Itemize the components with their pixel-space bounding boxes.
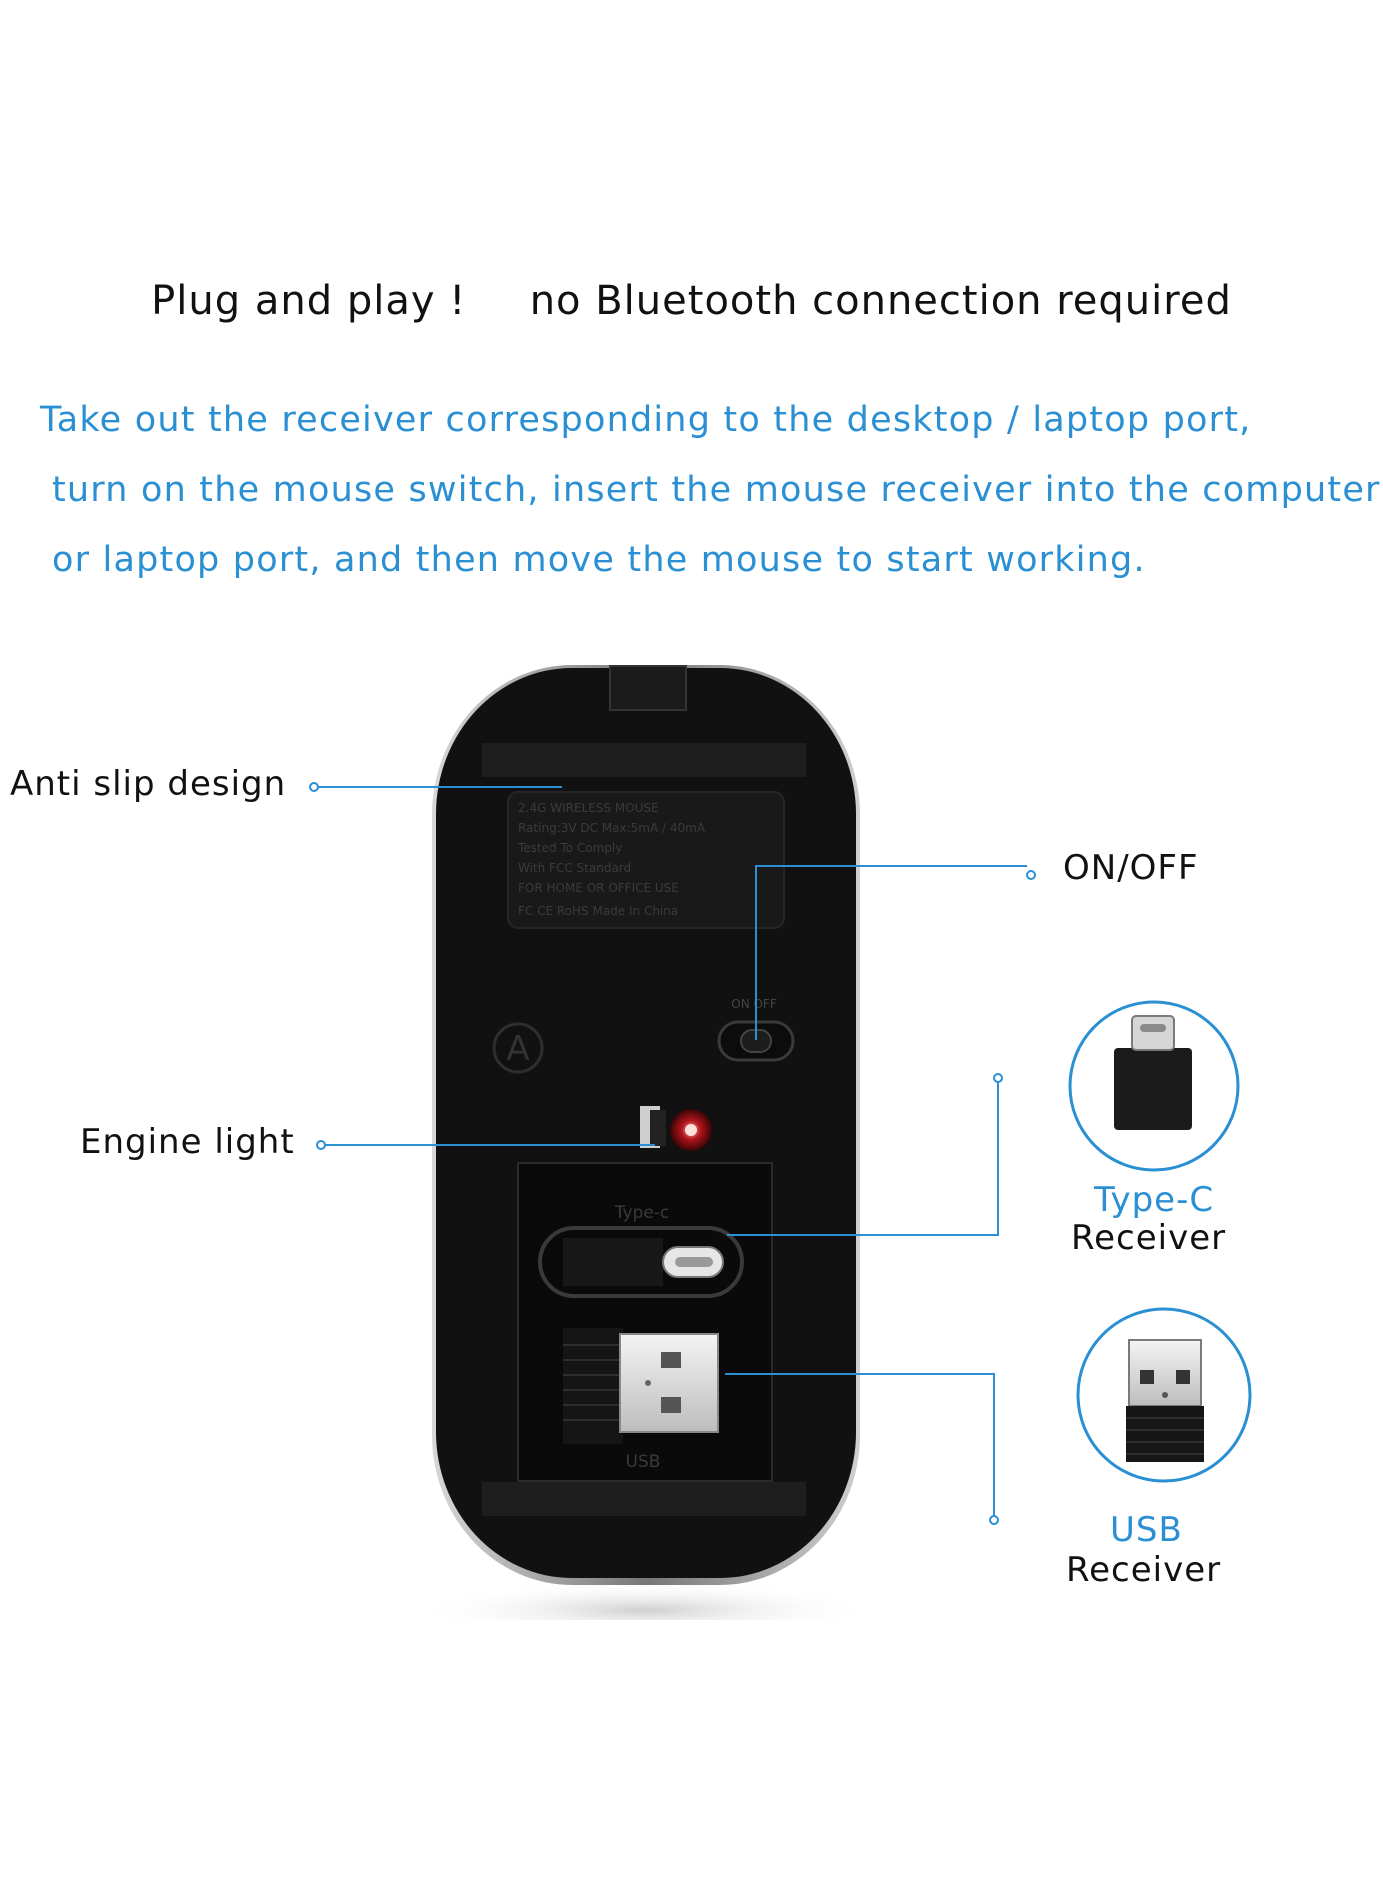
leader-on-off-dot bbox=[1026, 870, 1036, 880]
usb-receiver-body bbox=[1126, 1406, 1204, 1462]
logo-a-ring bbox=[492, 1022, 544, 1074]
callout-on-off: ON/OFF bbox=[1063, 848, 1199, 888]
usb-slot-label: USB bbox=[626, 1452, 661, 1472]
leader-typec-dot bbox=[993, 1073, 1003, 1083]
callout-usb-title: USB bbox=[1110, 1510, 1183, 1550]
callout-engine-light: Engine light bbox=[80, 1122, 295, 1162]
leader-usb bbox=[725, 1373, 995, 1516]
usb-plug-hole-2 bbox=[661, 1397, 681, 1413]
logo-a-letter: A bbox=[506, 1029, 529, 1069]
mouse-top-hinge bbox=[609, 665, 687, 711]
anti-slip-pad-bottom bbox=[482, 1482, 806, 1516]
headline: Plug and play ! no Bluetooth connection … bbox=[0, 278, 1383, 324]
sensor-housing bbox=[650, 1110, 666, 1146]
sticker-line-3: Tested To Comply bbox=[517, 841, 622, 855]
leader-engine-light-dot bbox=[316, 1140, 326, 1150]
sticker-line-6: FC CE RoHS Made In China bbox=[518, 904, 678, 918]
instruction-line-3: or laptop port, and then move the mouse … bbox=[52, 540, 1146, 580]
callout-typec-title: Type-C bbox=[1094, 1180, 1215, 1220]
sticker-line-1: 2.4G WIRELESS MOUSE bbox=[518, 801, 659, 815]
headline-part2: no Bluetooth connection required bbox=[529, 278, 1232, 324]
callout-anti-slip: Anti slip design bbox=[10, 764, 287, 804]
typec-dongle-body bbox=[563, 1238, 663, 1286]
callout-typec-sub: Receiver bbox=[1071, 1218, 1227, 1258]
leader-typec bbox=[727, 1082, 999, 1236]
leader-usb-dot bbox=[989, 1515, 999, 1525]
typec-receiver-plug bbox=[1131, 1015, 1175, 1051]
anti-slip-pad-top bbox=[482, 743, 806, 777]
sticker-line-5: FOR HOME OR OFFICE USE bbox=[518, 881, 679, 895]
usb-dongle-plug bbox=[619, 1333, 719, 1433]
switch-label: ON OFF bbox=[731, 997, 777, 1011]
typec-slot-label: Type-c bbox=[614, 1203, 670, 1223]
engine-light-glint bbox=[685, 1124, 697, 1136]
callout-usb-sub: Receiver bbox=[1066, 1550, 1222, 1590]
leader-on-off bbox=[755, 865, 1027, 1040]
typec-receiver-body bbox=[1114, 1048, 1192, 1130]
instruction-line-1: Take out the receiver corresponding to t… bbox=[40, 400, 1252, 440]
usb-plug-hole-1 bbox=[661, 1352, 681, 1368]
sticker-line-2: Rating:3V DC Max:5mA / 40mA bbox=[518, 821, 706, 835]
instruction-line-2: turn on the mouse switch, insert the mou… bbox=[52, 470, 1381, 510]
sticker-line-4: With FCC Standard bbox=[518, 861, 631, 875]
usb-dongle-body bbox=[563, 1328, 623, 1444]
leader-anti-slip-dot bbox=[309, 782, 319, 792]
headline-part1: Plug and play ! bbox=[151, 278, 467, 324]
shadow-cut bbox=[450, 1620, 840, 1655]
typec-dongle-pin bbox=[675, 1257, 713, 1267]
product-sticker bbox=[507, 791, 785, 929]
